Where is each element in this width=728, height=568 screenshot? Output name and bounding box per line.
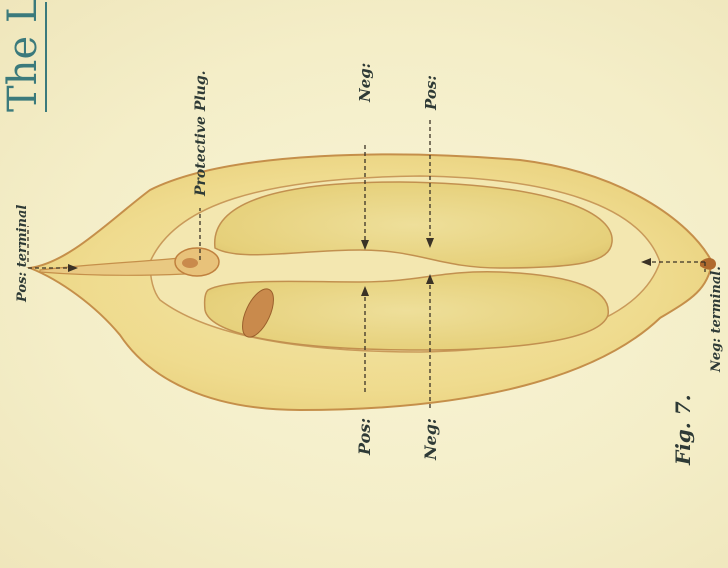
plate-title: The L (0, 0, 46, 112)
label-pos-bottom: Pos: (355, 418, 374, 456)
label-neg-top: Neg: (356, 63, 374, 103)
label-pos-terminal: Pos: terminal (15, 205, 30, 303)
label-protective-plug: Protective Plug. (193, 70, 209, 197)
protective-plug-core (182, 258, 198, 268)
figure-label: Fig. 7. (671, 394, 695, 466)
label-neg-terminal: Neg: terminal. (709, 266, 724, 373)
label-neg-bottom: Neg: (421, 418, 440, 461)
label-pos-top: Pos: (422, 75, 440, 111)
